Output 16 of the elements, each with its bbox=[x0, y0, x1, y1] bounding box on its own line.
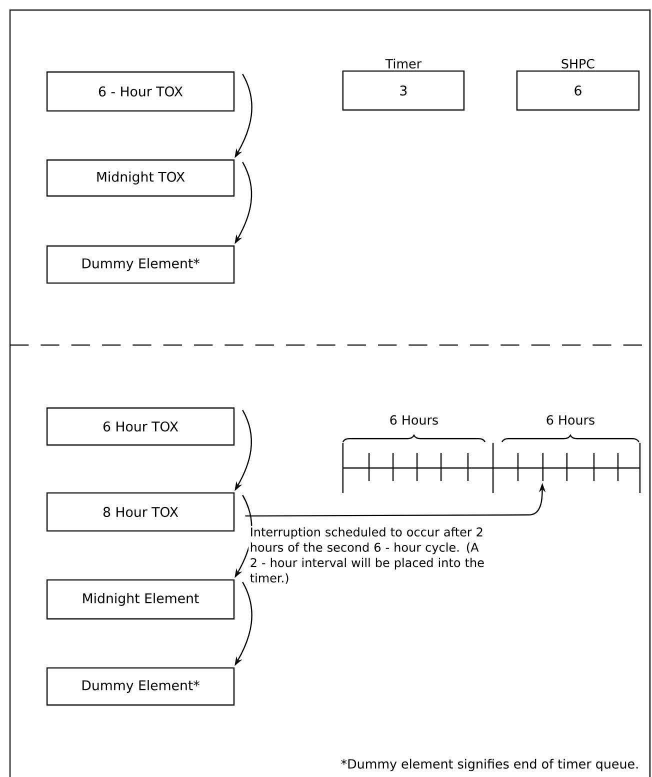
node-label: SHPC bbox=[562, 58, 594, 69]
node-label: Timer bbox=[385, 58, 422, 69]
element-box: 8 Hour TOX bbox=[46, 492, 235, 532]
element-box: 6 - Hour TOX bbox=[46, 71, 235, 112]
element-box: 6 SHPC bbox=[516, 58, 640, 111]
element-box: Dummy Element* bbox=[46, 667, 235, 706]
element-box: Midnight TOX bbox=[46, 159, 235, 197]
footnote: *Dummy element signifies end of timer queue. bbox=[341, 758, 638, 772]
element-box: 3 Timer bbox=[342, 58, 465, 111]
element-box: 6 Hour TOX bbox=[46, 407, 235, 446]
brace-label: 6 Hours bbox=[390, 415, 438, 425]
edge-label: Interruption scheduled to occur after 2 hours of the second 6 - hour cycle. (A 2 - hour interval will be placed into the timer.) bbox=[248, 526, 489, 586]
brace-label: 6 Hours bbox=[546, 415, 594, 425]
element-box: Dummy Element* bbox=[46, 245, 235, 284]
timeline-drawing bbox=[342, 442, 641, 494]
element-box: Midnight Element bbox=[46, 579, 235, 620]
